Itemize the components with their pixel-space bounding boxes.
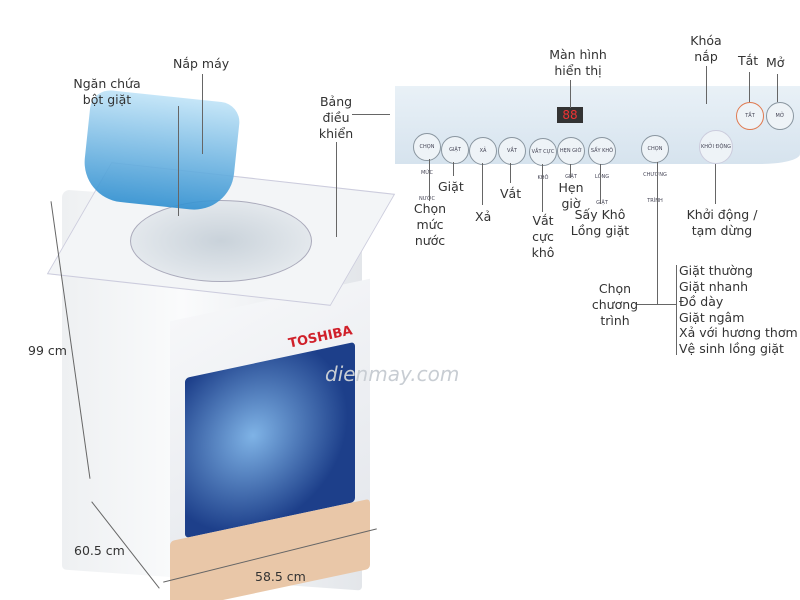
callout-line <box>636 304 676 305</box>
callout-detergent: Ngăn chứa bột giặt <box>73 76 141 107</box>
callout-line <box>336 142 337 237</box>
callout-line <box>352 114 390 115</box>
power-off-button[interactable]: TẮT <box>736 102 764 130</box>
callout-extra-spin: Vắt cực khô <box>531 213 555 260</box>
display-screen: 88 <box>557 107 583 123</box>
spin-button[interactable]: VẮT <box>498 137 526 165</box>
callout-rinse: Xả <box>475 209 492 224</box>
rinse-button[interactable]: XẢ <box>469 137 497 165</box>
callout-line <box>429 159 430 201</box>
program-bracket <box>676 265 677 355</box>
callout-program: Chọn chương trình <box>591 281 639 328</box>
wash-button[interactable]: GIẶT <box>441 136 469 164</box>
callout-line <box>453 162 454 176</box>
callout-line <box>777 74 778 102</box>
callout-start-pause: Khởi động / tạm dừng <box>686 207 758 238</box>
washing-tub <box>130 200 312 282</box>
program-button[interactable]: CHỌN CHƯƠNG TRÌNH <box>641 135 669 204</box>
watermark: dienmay.com <box>325 362 460 386</box>
callout-line <box>510 163 511 183</box>
callout-line <box>178 106 179 216</box>
program-item: Xả với hương thơm <box>679 325 798 341</box>
callout-timer: Hẹn giờ <box>558 180 584 211</box>
program-list: Giặt thường Giặt nhanh Đồ dày Giặt ngâm … <box>679 263 798 357</box>
depth-label: 60.5 cm <box>74 543 125 558</box>
callout-spin: Vắt <box>500 186 522 201</box>
program-item: Giặt thường <box>679 263 753 278</box>
callout-on: Mở <box>766 55 785 70</box>
program-item: Đồ dày <box>679 294 724 310</box>
tub-dry-button[interactable]: SẤY KHÔ LỒNG GIẶT <box>588 137 616 206</box>
callout-lid-lock: Khóa nắp <box>690 33 722 64</box>
power-on-button[interactable]: MỞ <box>766 102 794 130</box>
extra-spin-button[interactable]: VẮT CỰC KHÔ <box>529 138 557 181</box>
callout-off: Tắt <box>738 53 759 68</box>
callout-line <box>706 66 707 104</box>
callout-tub-dry: Sấy Khô Lồng giặt <box>570 207 630 238</box>
callout-display: Màn hình hiển thị <box>549 47 607 78</box>
callout-water-level: Chọn mức nước <box>413 201 447 248</box>
callout-line <box>542 164 543 212</box>
callout-line <box>600 164 601 204</box>
height-label: 99 cm <box>28 343 67 358</box>
program-item: Giặt ngâm <box>679 309 745 325</box>
program-item: Vệ sinh lồng giặt <box>679 340 784 356</box>
callout-line <box>202 74 203 154</box>
callout-wash: Giặt <box>438 179 464 194</box>
callout-line <box>749 72 750 102</box>
callout-line <box>570 80 571 108</box>
callout-lid: Nắp máy <box>173 56 230 71</box>
water-level-button[interactable]: CHỌN MỨC NƯỚC <box>413 133 441 202</box>
callout-line <box>657 162 658 304</box>
callout-line <box>715 164 716 204</box>
callout-line <box>570 164 571 178</box>
callout-line <box>482 163 483 205</box>
width-label: 58.5 cm <box>255 569 306 584</box>
program-item: Giặt nhanh <box>679 278 749 294</box>
timer-button[interactable]: HẸN GIỜ GIẶT <box>557 137 585 180</box>
start-pause-button[interactable]: KHỞI ĐỘNG <box>699 130 733 164</box>
callout-control-panel: Bảng điều khiển <box>318 94 354 141</box>
